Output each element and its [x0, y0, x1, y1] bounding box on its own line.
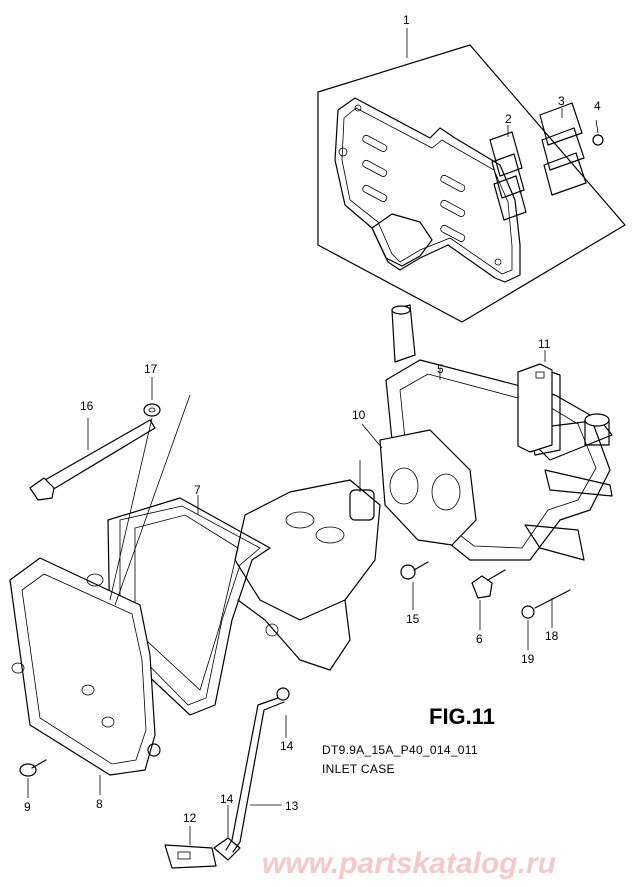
reed-valve-assembly-box	[317, 28, 626, 323]
section-name: INLET CASE	[322, 762, 395, 776]
clamp-14-upper	[276, 687, 290, 738]
screw-15	[400, 561, 429, 610]
clamp-14-lower	[213, 805, 241, 861]
callout-14-lower: 14	[220, 792, 234, 806]
callout-5: 5	[437, 362, 444, 376]
carburetor	[234, 460, 381, 671]
plate-12	[164, 826, 217, 869]
figure-title: FIG.11	[429, 704, 495, 729]
callout-19: 19	[521, 652, 535, 666]
callout-16: 16	[80, 399, 94, 413]
washer-17	[143, 377, 161, 417]
callout-9: 9	[24, 800, 31, 814]
reed-stopper-3	[539, 102, 587, 196]
callout-8: 8	[96, 797, 103, 811]
callout-1: 1	[403, 13, 410, 27]
callout-4: 4	[594, 99, 601, 113]
leader-lines-silencer	[109, 394, 191, 606]
screw-9	[19, 759, 47, 798]
callout-15: 15	[406, 612, 420, 626]
bolt-18	[534, 589, 571, 628]
bolt-16	[29, 418, 156, 501]
watermark: www.partskatalog.ru	[262, 847, 556, 880]
callout-7: 7	[194, 483, 201, 497]
hose-13	[225, 697, 285, 853]
screw-4	[592, 119, 604, 146]
callout-17: 17	[144, 362, 158, 376]
silencer-cover-8	[9, 557, 161, 795]
callout-6: 6	[476, 632, 483, 646]
callout-10: 10	[352, 408, 366, 422]
reed-petal-2	[489, 125, 527, 221]
callout-13: 13	[285, 799, 299, 813]
model-code: DT9.9A_15A_P40_014_011	[322, 743, 478, 757]
callout-11: 11	[538, 337, 551, 351]
bolt-6	[471, 569, 506, 630]
callout-labels: 1 2 3 4 5 7 8 9 10 11 12 13 14 14 15 16 …	[24, 13, 601, 825]
washer-19	[521, 605, 535, 650]
callout-12: 12	[183, 811, 197, 825]
reed-valve-plate	[334, 97, 521, 283]
cover-11	[517, 350, 553, 453]
callout-14-upper: 14	[280, 739, 294, 753]
gasket-10	[361, 423, 477, 546]
callout-18: 18	[545, 629, 559, 643]
callout-2: 2	[505, 112, 512, 126]
callout-3: 3	[558, 94, 565, 108]
